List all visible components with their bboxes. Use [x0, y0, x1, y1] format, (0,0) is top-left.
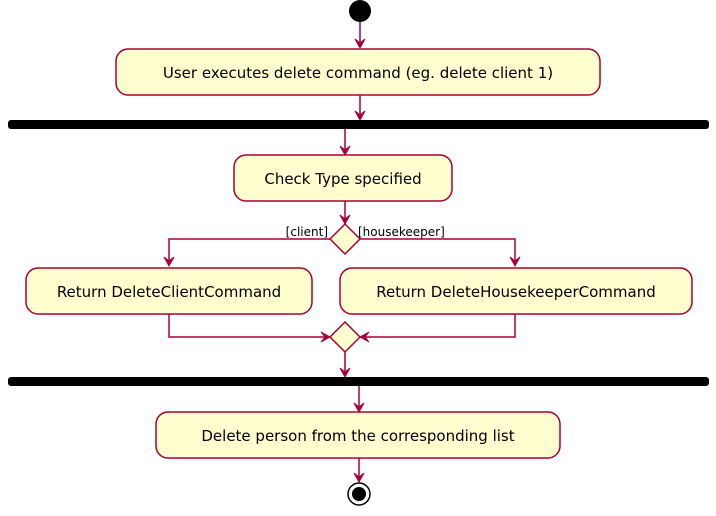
action-user-executes-label: User executes delete command (eg. delete… [163, 64, 553, 82]
arrowhead [339, 367, 351, 379]
arrowhead [353, 402, 365, 414]
arrowhead [509, 256, 521, 268]
join-bar [8, 377, 709, 386]
start-node [349, 0, 371, 22]
arrowhead [353, 472, 365, 484]
action-return-housekeeper-label: Return DeleteHousekeeperCommand [376, 283, 655, 301]
edge-return-client-to-merge [168, 314, 328, 338]
guard-housekeeper-label: [housekeeper] [358, 225, 445, 239]
arrowhead [354, 110, 366, 122]
guard-client-label: [client] [286, 225, 328, 239]
arrowhead [320, 331, 332, 343]
edge-return-housekeeper-to-merge [362, 314, 516, 338]
arrowhead [358, 331, 370, 343]
action-return-housekeeper [339, 267, 693, 315]
action-user-executes [115, 48, 601, 96]
merge-diamond [328, 320, 362, 354]
action-check-type [233, 154, 453, 202]
action-delete-person [155, 411, 561, 459]
action-check-type-label: Check Type specified [264, 170, 421, 188]
decision-diamond [328, 222, 362, 256]
action-return-client-label: Return DeleteClientCommand [57, 283, 281, 301]
arrowhead [163, 256, 175, 268]
fork-bar [8, 120, 709, 129]
arrowhead [339, 145, 351, 157]
end-node-inner [352, 487, 366, 501]
edge-decision-to-return-client [168, 238, 330, 264]
action-delete-person-label: Delete person from the corresponding lis… [201, 427, 514, 445]
arrowhead [354, 38, 366, 50]
edge-decision-to-return-housekeeper [360, 238, 516, 264]
arrowhead [339, 214, 351, 226]
